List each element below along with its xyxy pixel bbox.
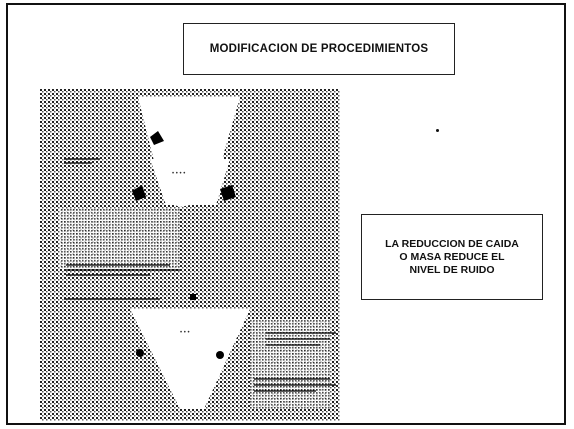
svg-text:• • •: • • • [180,330,190,336]
slide-frame: MODIFICACION DE PROCEDIMIENTOS LA REDUCC… [6,3,566,425]
slide-title: MODIFICACION DE PROCEDIMIENTOS [209,43,429,55]
svg-text:• • • •: • • • • [172,171,185,177]
slide-title-box: MODIFICACION DE PROCEDIMIENTOS [183,23,455,75]
halftone-funnel-diagram-icon: • • • • • • • [40,89,340,421]
halftone-figure: • • • • • • • [40,89,340,421]
caption-text: LA REDUCCION DE CAIDA O MASA REDUCE EL N… [385,237,519,276]
caption-box: LA REDUCCION DE CAIDA O MASA REDUCE EL N… [361,214,543,300]
stray-dot [436,129,439,132]
